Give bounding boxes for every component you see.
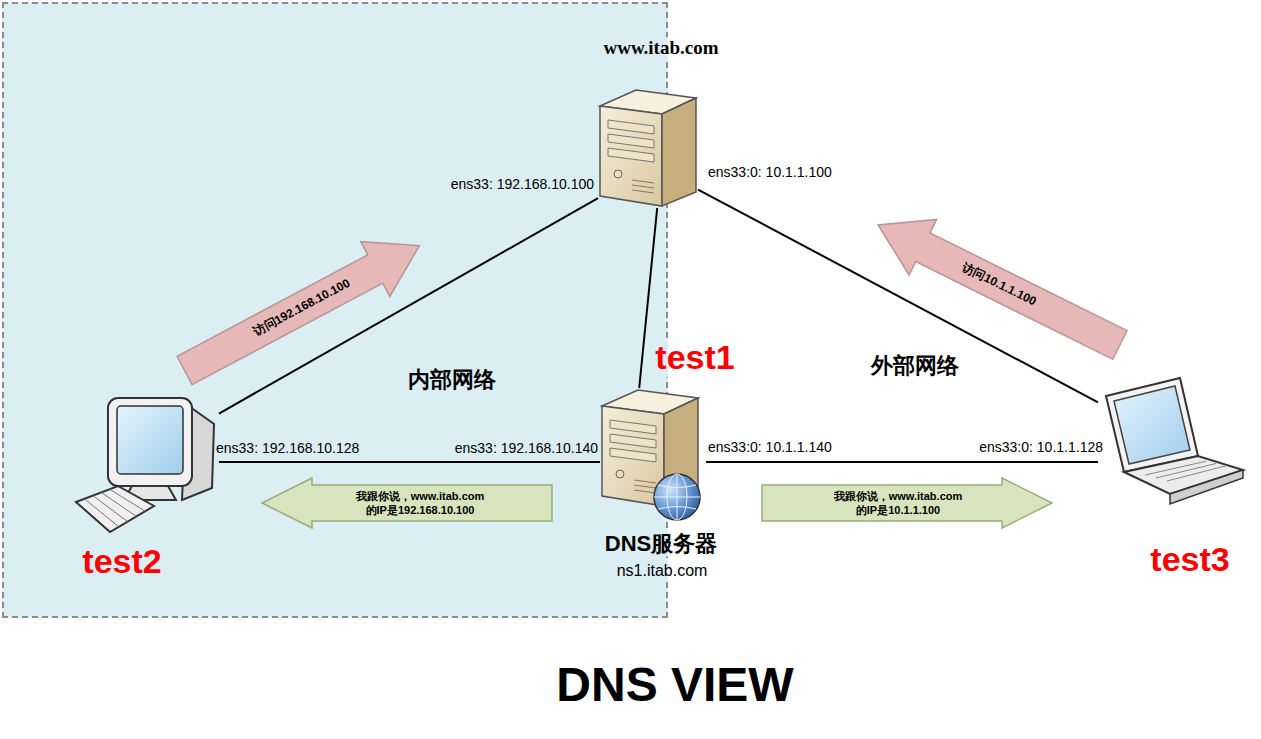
interface-address: ens33:0: 10.1.1.140 (708, 439, 832, 455)
pink-request-arrow (864, 197, 1133, 373)
host-tag: test3 (1148, 540, 1231, 579)
desktop-computer (76, 398, 214, 532)
flow-arrow (762, 478, 1052, 528)
web-server-icon (600, 90, 696, 206)
laptop-lid (1106, 378, 1198, 472)
interface-address: ens33: 192.168.10.128 (216, 440, 359, 456)
flow-arrow (864, 197, 1133, 373)
keyboard-keys (84, 489, 145, 527)
network-link (219, 198, 598, 413)
network-label: 外部网络 (871, 353, 959, 378)
reply-note: 我跟你说，www.itab.com 的IP是192.168.10.100 (335, 489, 505, 518)
network-link (706, 461, 1098, 463)
pink-request-arrow (170, 218, 434, 398)
key-row (101, 492, 136, 516)
key-row (93, 496, 128, 522)
network-link (219, 461, 600, 463)
interface-address: ens33: 192.168.10.140 (455, 440, 598, 456)
request-note: 访问192.168.10.100 (251, 277, 352, 340)
monitor-screen (117, 406, 183, 474)
host-name: ns1.itab.com (615, 562, 710, 580)
interface-address: ens33: 192.168.10.100 (451, 176, 594, 192)
keyboard (76, 486, 154, 532)
region-label: 内部网络 (406, 367, 498, 392)
reply-note: 我跟你说，www.itab.com 的IP是10.1.1.100 (813, 489, 983, 518)
flow-arrow (170, 218, 434, 398)
request-note: 访问10.1.1.100 (960, 261, 1038, 309)
key-row (84, 499, 118, 527)
laptop (1106, 378, 1243, 504)
monitor-bezel (108, 398, 192, 486)
laptop-edge (1170, 470, 1243, 504)
laptop-screen (1114, 386, 1190, 464)
server-icon (600, 90, 696, 206)
interface-address: ens33:0: 10.1.1.100 (708, 164, 832, 180)
flow-arrow (262, 478, 552, 528)
host-tag: test1 (653, 338, 736, 377)
laptop-keys (1145, 461, 1226, 481)
key-row (1167, 466, 1226, 481)
host-tag: test2 (80, 542, 163, 581)
green-reply-arrow (262, 478, 1052, 528)
server-role: DNS服务器 (603, 531, 719, 556)
host-name: www.itab.com (601, 37, 720, 59)
diagram-title: DNS VIEW (556, 657, 793, 712)
dns-server-icon (602, 390, 700, 520)
key-row (110, 489, 146, 511)
globe-latitude (658, 485, 696, 509)
interface-address: ens33:0: 10.1.1.128 (979, 439, 1103, 455)
laptop-base (1124, 456, 1243, 494)
globe-latitude (654, 497, 700, 498)
network-link (639, 208, 657, 388)
network-link (698, 190, 1098, 403)
globe (654, 474, 700, 520)
